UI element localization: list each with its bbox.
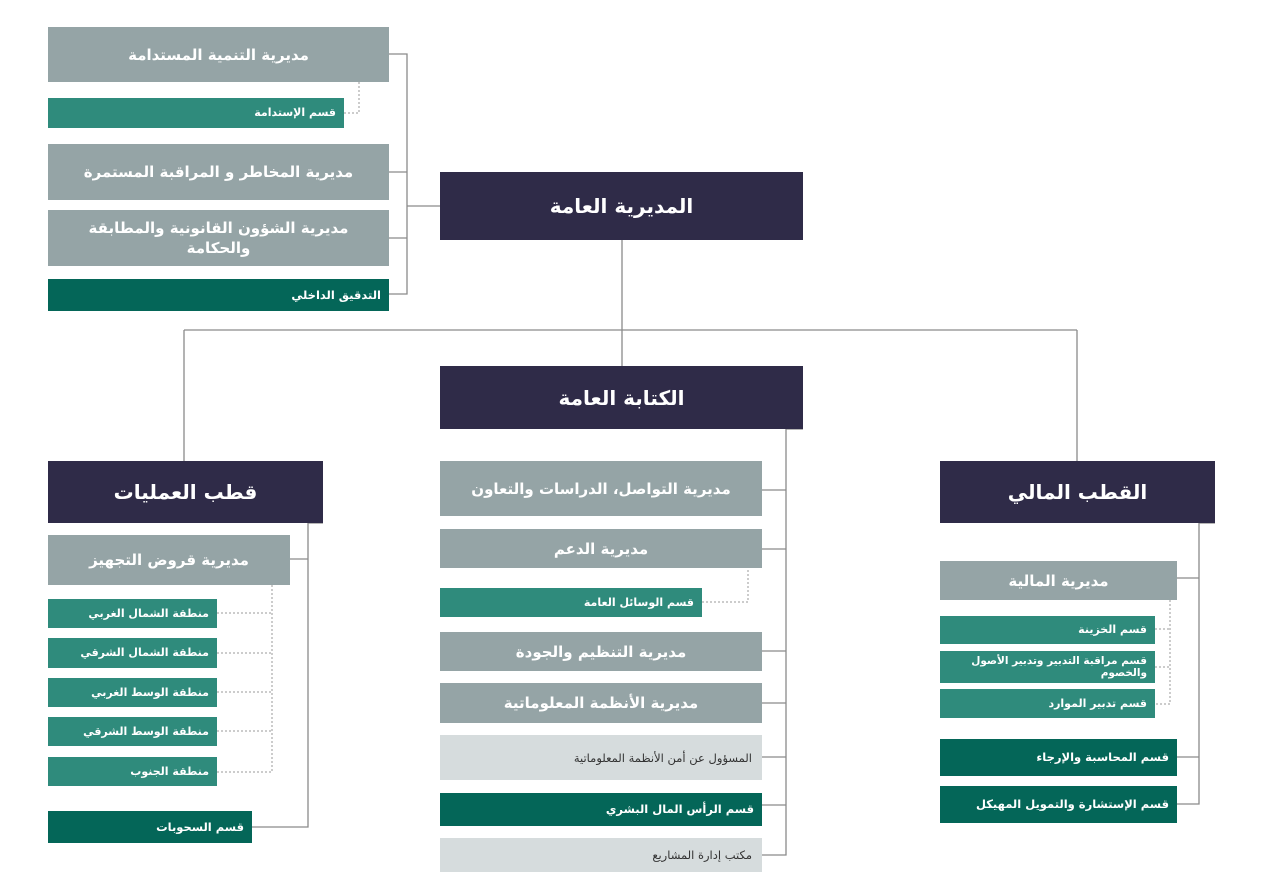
sustainable-development-directorate: مديرية التنمية المستدامة xyxy=(48,27,389,82)
support-directorate: مديرية الدعم xyxy=(440,529,762,568)
finance-directorate: مديرية المالية xyxy=(940,561,1177,600)
internal-audit: التدقيق الداخلي xyxy=(48,279,389,311)
risk-monitoring-directorate: مديرية المخاطر و المراقبة المستمرة xyxy=(48,144,389,200)
withdrawals-section: قسم السحوبات xyxy=(48,811,252,843)
region-northwest: منطقة الشمال الغربي xyxy=(48,599,217,628)
region-northeast: منطقة الشمال الشرقي xyxy=(48,638,217,668)
operations-pole: قطب العمليات xyxy=(48,461,323,523)
accounting-section: قسم المحاسبة والإرجاء xyxy=(940,739,1177,776)
structured-finance-section: قسم الإستشارة والتمويل المهيكل xyxy=(940,786,1177,823)
financial-pole: القطب المالي xyxy=(940,461,1215,523)
general-directorate: المديرية العامة xyxy=(440,172,803,240)
resources-section: قسم تدبير الموارد xyxy=(940,689,1155,718)
region-center-west: منطقة الوسط الغربي xyxy=(48,678,217,707)
project-office: مكتب إدارة المشاريع xyxy=(440,838,762,872)
communication-directorate: مديرية التواصل، الدراسات والتعاون xyxy=(440,461,762,516)
organization-quality-directorate: مديرية التنظيم والجودة xyxy=(440,632,762,671)
region-center-east: منطقة الوسط الشرقي xyxy=(48,717,217,746)
treasury-section: قسم الخزينة xyxy=(940,616,1155,644)
information-systems-directorate: مديرية الأنظمة المعلوماتية xyxy=(440,683,762,723)
asset-liability-section: قسم مراقبة التدبير وتدبير الأصول والخصوم xyxy=(940,651,1155,683)
human-capital-section: قسم الرأس المال البشري xyxy=(440,793,762,826)
legal-affairs-directorate: مديرية الشؤون القانونية والمطابقة والحكا… xyxy=(48,210,389,266)
general-means-section: قسم الوسائل العامة xyxy=(440,588,702,617)
equipment-loans-directorate: مديرية قروض التجهيز xyxy=(48,535,290,585)
sustainability-section: قسم الإستدامة xyxy=(48,98,344,128)
is-security-officer: المسؤول عن أمن الأنظمة المعلوماتية xyxy=(440,735,762,780)
general-secretariat: الكتابة العامة xyxy=(440,366,803,429)
region-south: منطقة الجنوب xyxy=(48,757,217,786)
